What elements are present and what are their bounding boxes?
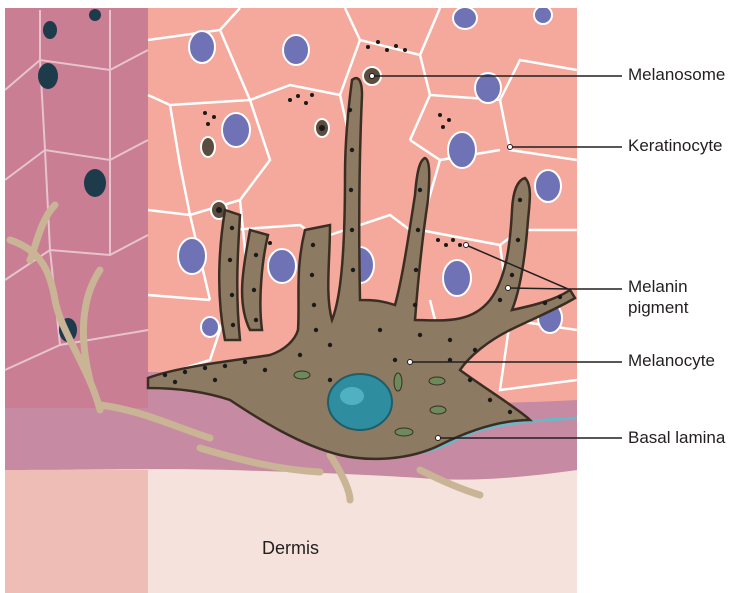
melanin-pigment-label: Melanin pigment — [628, 276, 688, 318]
melanin-pigment-label-line1: Melanin — [628, 276, 688, 297]
left-dermis-region — [5, 470, 148, 593]
melanocyte-nucleus-highlight — [340, 387, 364, 405]
basal-lamina-label: Basal lamina — [628, 427, 725, 448]
melanin-pigment-label-line2: pigment — [628, 297, 688, 318]
keratinocyte-label: Keratinocyte — [628, 135, 723, 156]
melanosome-label: Melanosome — [628, 64, 725, 85]
dermis-label: Dermis — [262, 538, 319, 559]
melanocyte-label: Melanocyte — [628, 350, 715, 371]
